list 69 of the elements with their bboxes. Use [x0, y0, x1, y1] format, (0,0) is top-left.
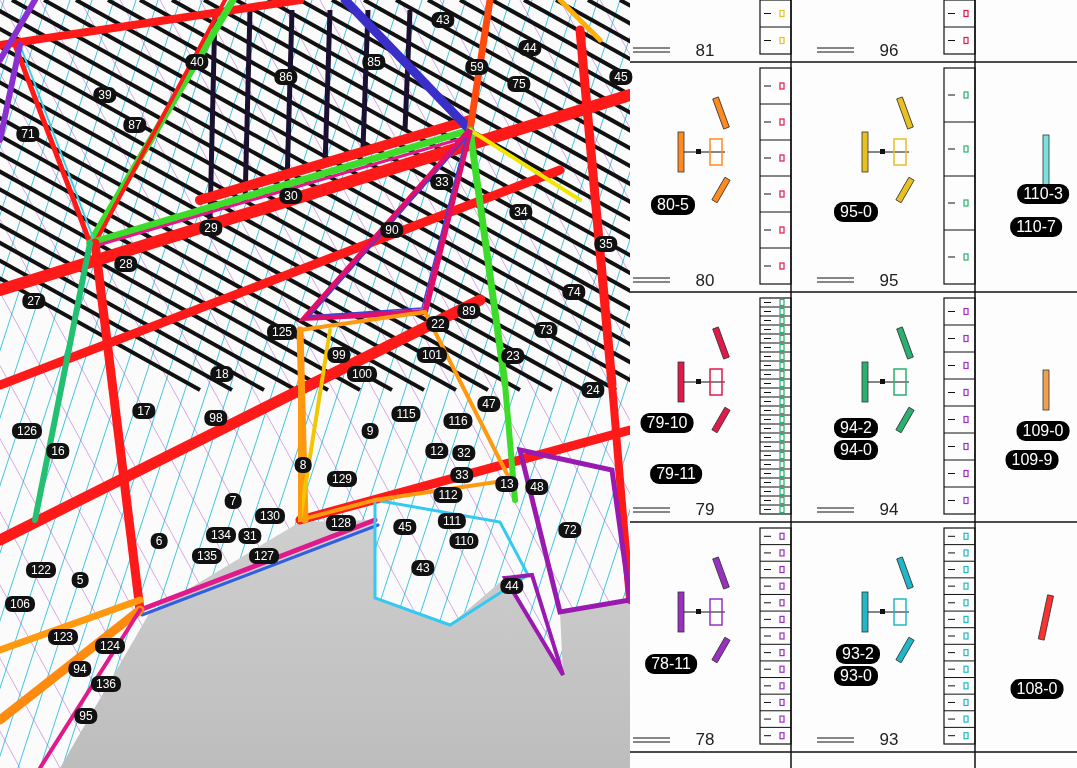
callout-number: 86 [274, 69, 298, 85]
part-tag: 79-10 [640, 413, 694, 433]
callout-number: 35 [594, 236, 618, 252]
sheet-number: 79 [695, 500, 715, 518]
part-tag: 110-3 [1017, 184, 1069, 204]
callout-number: 59 [465, 59, 489, 75]
callout-number: 44 [500, 578, 524, 594]
part-tag: 109-0 [1016, 421, 1070, 441]
callout-number: 40 [185, 54, 209, 70]
callout-number: 89 [457, 303, 481, 319]
callout-number: 24 [581, 382, 605, 398]
callout-number: 94 [68, 661, 92, 677]
callout-number: 112 [433, 487, 463, 503]
part-tag: 95-0 [834, 202, 878, 222]
callout-number: 23 [501, 348, 525, 364]
callout-number: 18 [210, 366, 234, 382]
part-tag: 94-0 [834, 440, 878, 460]
callout-number: 95 [74, 708, 98, 724]
callout-number: 45 [393, 519, 417, 535]
part-tag: 78-11 [645, 654, 697, 674]
callout-number: 39 [93, 87, 117, 103]
callout-number: 32 [452, 445, 476, 461]
callout-number: 98 [204, 410, 228, 426]
part-tag: 110-7 [1010, 217, 1062, 237]
callout-number: 47 [477, 396, 501, 412]
callout-number: 116 [443, 413, 473, 429]
callout-number: 75 [507, 76, 531, 92]
callout-number: 110 [449, 533, 479, 549]
callout-number: 115 [391, 406, 421, 422]
callout-number: 17 [132, 403, 156, 419]
callout-number: 85 [362, 54, 386, 70]
sheet-number: 78 [695, 730, 715, 748]
sheet-number: 95 [879, 271, 899, 289]
callout-number: 43 [411, 560, 435, 576]
callout-number: 48 [525, 479, 549, 495]
callout-number: 73 [534, 322, 558, 338]
callout-number: 22 [426, 316, 450, 332]
sheet-number: 80 [695, 271, 715, 289]
part-tag: 93-2 [836, 644, 880, 664]
part-tag: 108-0 [1010, 679, 1064, 699]
callout-number: 74 [562, 284, 586, 300]
callout-number: 99 [327, 347, 351, 363]
callout-number: 34 [509, 204, 533, 220]
sheet-number: 81 [695, 41, 715, 59]
part-tag: 79-11 [650, 464, 702, 484]
callout-number: 16 [46, 443, 70, 459]
callout-number: 30 [279, 188, 303, 204]
callout-number: 33 [450, 467, 474, 483]
callout-number: 72 [558, 522, 582, 538]
callout-number: 31 [238, 528, 262, 544]
sheet-number: 93 [879, 730, 899, 748]
sheet-number: 96 [879, 41, 899, 59]
callout-number: 29 [199, 220, 223, 236]
callout-number: 44 [518, 40, 542, 56]
callout-number: 28 [114, 256, 138, 272]
part-tag: 93-0 [834, 666, 878, 686]
part-tag: 80-5 [651, 195, 695, 215]
part-tag: 109-9 [1005, 450, 1059, 470]
callout-number: 87 [123, 117, 147, 133]
callout-number: 12 [425, 443, 449, 459]
callout-number: 45 [609, 69, 633, 85]
callout-number: 27 [22, 293, 46, 309]
callout-number: 33 [430, 174, 454, 190]
callout-number: 43 [431, 12, 455, 28]
callout-number: 90 [380, 222, 404, 238]
sheet-number: 94 [879, 500, 899, 518]
callout-number: 13 [495, 476, 519, 492]
callout-number: 71 [16, 126, 40, 142]
part-tag: 94-2 [834, 418, 878, 438]
